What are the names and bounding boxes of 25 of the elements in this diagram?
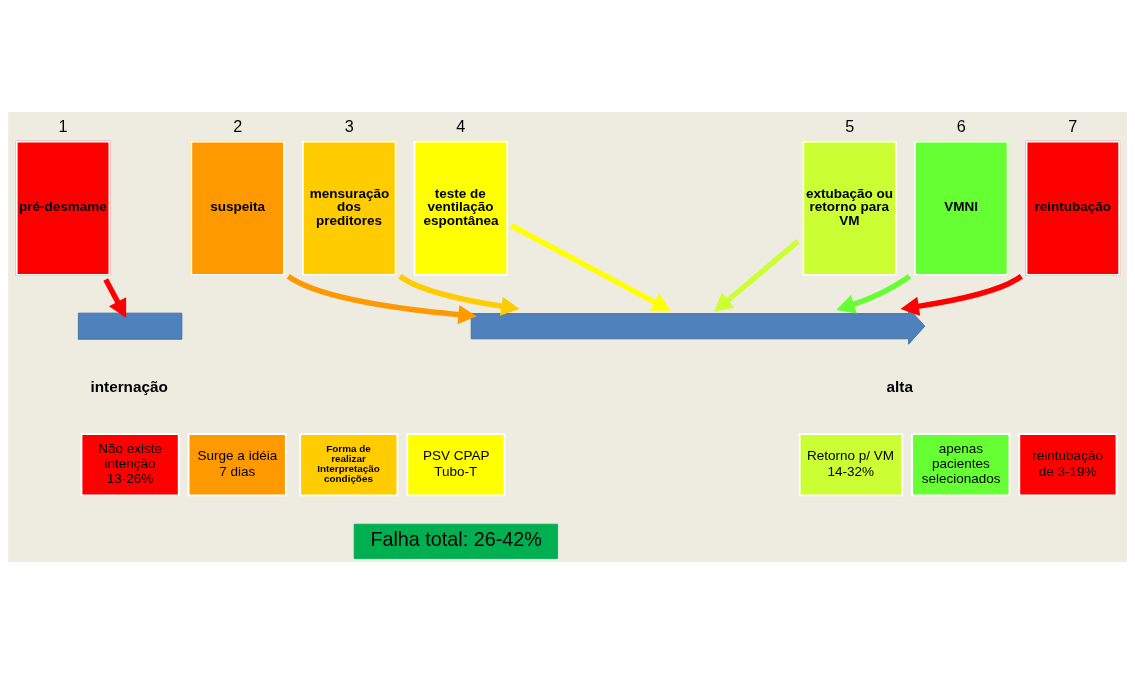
arrow — [286, 273, 477, 324]
node-label: 6 — [956, 116, 966, 135]
node-box: Não existe intenção 13-26% — [80, 432, 180, 496]
arrow — [714, 238, 800, 312]
node-box: Retorno p/ VM 14-32% — [798, 432, 904, 496]
node-box: reintubação de 3-19% — [1018, 432, 1118, 496]
node-label: 1 — [58, 116, 68, 135]
arrow — [836, 273, 912, 313]
node-box: apenas pacientes selecionados — [911, 432, 1011, 496]
arrow — [900, 273, 1023, 316]
node-box: Surge a idéia 7 dias — [187, 432, 287, 496]
node-label: 7 — [1068, 116, 1078, 135]
node-label: 3 — [344, 116, 354, 135]
arrow — [510, 222, 671, 311]
node-label: 2 — [233, 116, 243, 135]
node-label: 5 — [845, 116, 855, 135]
arrow — [103, 277, 127, 318]
label: alta — [886, 377, 913, 395]
label: internação — [90, 377, 168, 395]
node-bar — [77, 312, 183, 340]
node-box: PSV CPAP Tubo-T — [406, 432, 506, 496]
node-box: Falha total: 26-42% — [353, 523, 559, 559]
node-label: 4 — [456, 116, 466, 135]
node-box: Forma de realizar Interpretação condições — [299, 432, 399, 496]
arrow — [398, 273, 520, 316]
